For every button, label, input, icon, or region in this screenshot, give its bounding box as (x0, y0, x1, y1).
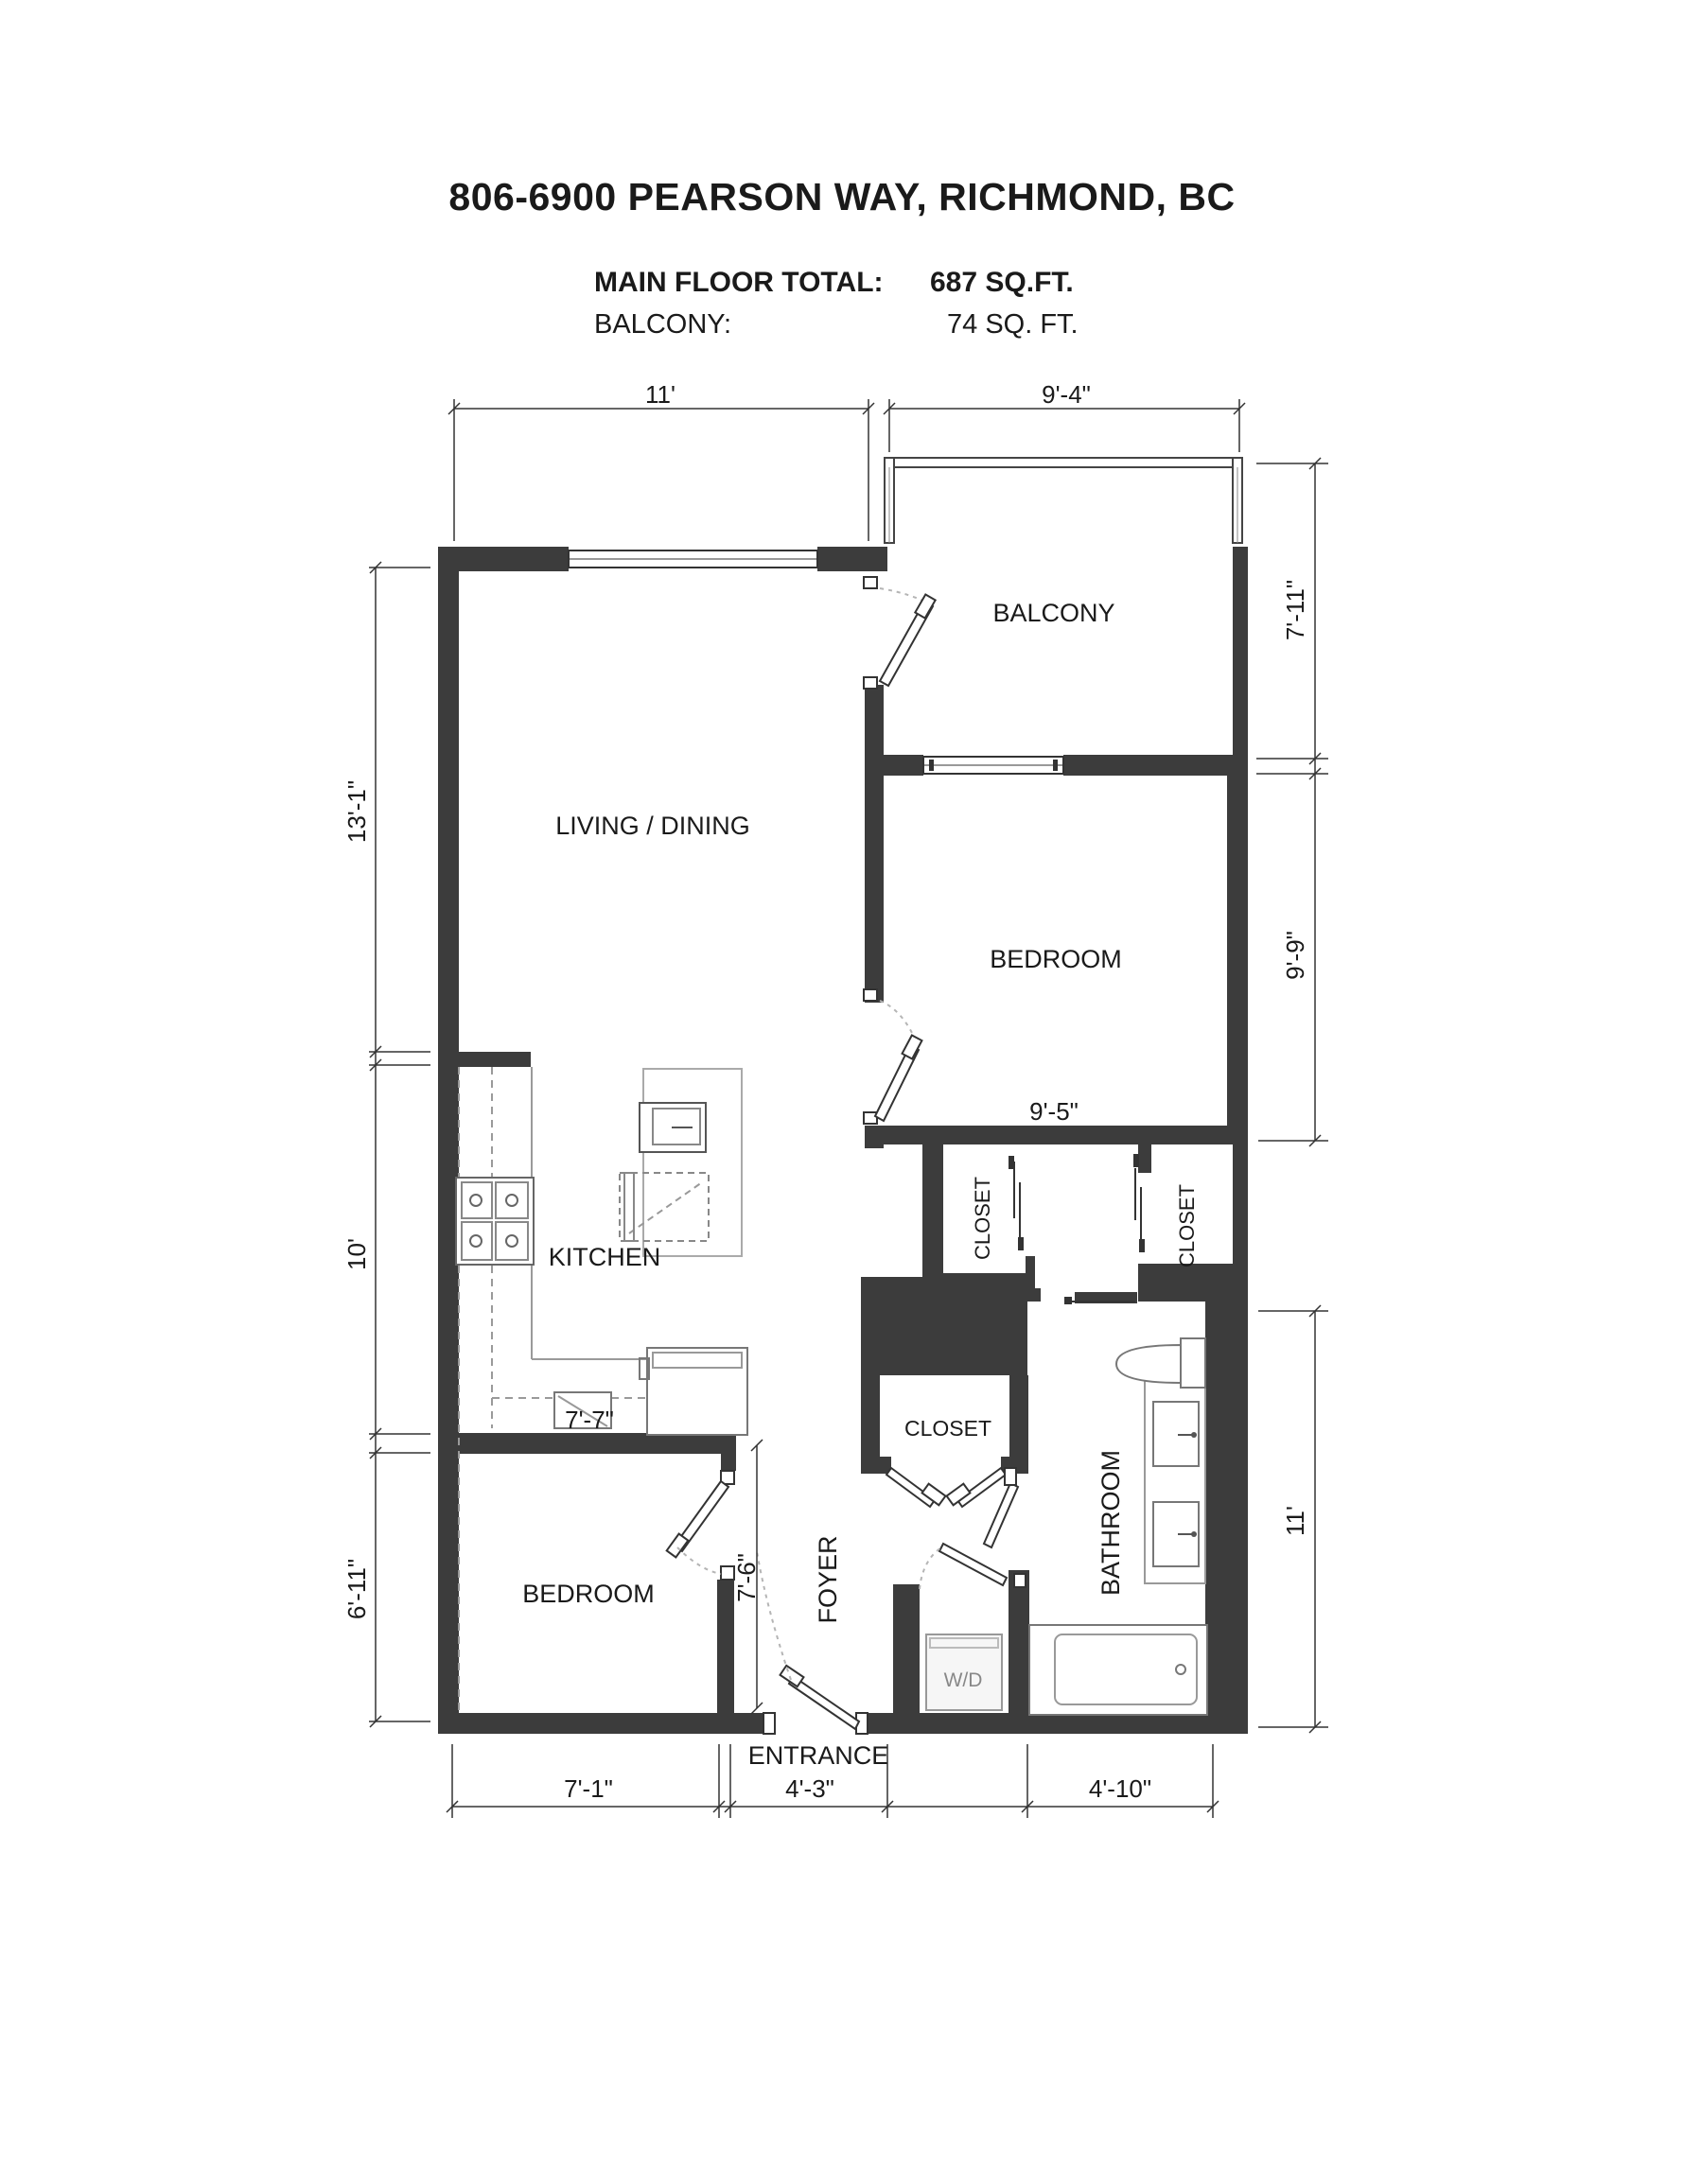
room-label-kitchen: KITCHEN (549, 1243, 661, 1271)
sink-icon (1152, 1401, 1200, 1467)
bathtub-icon (1028, 1624, 1208, 1716)
dim-left-bedroom: 6'-11" (342, 1559, 371, 1619)
room-label-balcony: BALCONY (992, 599, 1114, 627)
balcony-slider-window (922, 756, 1064, 775)
dim-right-bathroom: 11' (1281, 1506, 1309, 1536)
room-label-bedroom-main: BEDROOM (990, 945, 1122, 973)
fridge-icon (646, 1347, 748, 1436)
room-label-bathroom: BATHROOM (1096, 1450, 1125, 1596)
interior-walls (438, 685, 1235, 1734)
dim-bedroom-width: 9'-5" (1029, 1097, 1079, 1126)
toilet-icon (1114, 1337, 1206, 1389)
room-label-closet-right: CLOSET (1175, 1184, 1199, 1267)
sink-icon (1152, 1501, 1200, 1567)
dim-foyer-depth: 7'-6" (732, 1553, 761, 1602)
balcony-railing (884, 457, 1243, 544)
dim-right-bedroom: 9'-9" (1281, 931, 1309, 980)
dim-kitchen-width: 7'-7" (565, 1406, 614, 1434)
dim-left-living: 13'-1" (342, 780, 371, 843)
room-label-foyer: FOYER (814, 1535, 842, 1623)
main-floor-value: 687 SQ.FT. (930, 267, 1074, 298)
kitchen-fixtures (455, 1067, 748, 1712)
dim-top-left: 11' (645, 380, 675, 409)
bathroom-fixtures (925, 1337, 1208, 1716)
living-window (568, 550, 818, 568)
room-label-living-dining: LIVING / DINING (555, 812, 750, 840)
dimension-lines (369, 399, 1328, 1818)
room-label-closet-left: CLOSET (971, 1177, 994, 1260)
balcony-area-label: BALCONY: (594, 309, 731, 340)
room-label-bedroom-2: BEDROOM (522, 1580, 655, 1608)
room-label-entrance: ENTRANCE (748, 1741, 889, 1770)
balcony-area-value: 74 SQ. FT. (947, 309, 1079, 340)
kitchen-island (642, 1068, 743, 1257)
dim-bottom-bedroom: 7'-1" (564, 1774, 613, 1803)
room-label-closet-center: CLOSET (904, 1416, 991, 1441)
dim-bottom-bathroom: 4'-10" (1089, 1774, 1151, 1803)
room-label-washer-dryer: W/D (944, 1669, 983, 1691)
dim-left-kitchen: 10' (342, 1238, 371, 1270)
doors (665, 576, 1145, 1735)
dim-right-balcony: 7'-11" (1281, 580, 1309, 640)
dim-top-right: 9'-4" (1042, 380, 1091, 409)
dim-bottom-foyer: 4'-3" (785, 1774, 834, 1803)
plan-title: 806-6900 PEARSON WAY, RICHMOND, BC (448, 175, 1235, 218)
main-floor-label: MAIN FLOOR TOTAL: (594, 267, 884, 298)
